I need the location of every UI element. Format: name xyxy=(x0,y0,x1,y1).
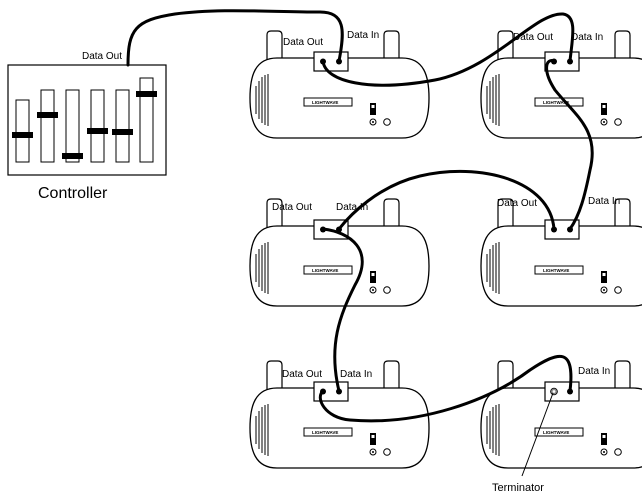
fader-track-5 xyxy=(115,89,130,163)
fixture-5-data-in-label: Data In xyxy=(340,369,372,380)
fader-knob-3 xyxy=(62,153,83,159)
cable-fixture-1-to-fixture-2 xyxy=(321,12,575,87)
fixture-1-data-out-label: Data Out xyxy=(283,37,323,48)
terminator-label: Terminator xyxy=(492,482,544,494)
cable-fixture-2-to-fixture-4 xyxy=(545,59,594,231)
fader-knob-5 xyxy=(112,129,133,135)
fader-knob-4 xyxy=(87,128,108,134)
lightwave-badge: LIGHTWAVE xyxy=(303,265,353,275)
controller-port-label: Data Out xyxy=(82,51,122,62)
fader-track-2 xyxy=(40,89,55,163)
controller-faders xyxy=(15,77,154,163)
fixture-3-data-out-label: Data Out xyxy=(272,202,312,213)
fixture-2-data-in-label: Data In xyxy=(571,32,603,43)
fixture-3-data-in-label: Data In xyxy=(336,202,368,213)
svg-text:LIGHTWAVE: LIGHTWAVE xyxy=(543,430,569,435)
fader-knob-6 xyxy=(136,91,157,97)
fader-track-6 xyxy=(139,77,154,163)
fixture-1-data-in-label: Data In xyxy=(347,30,379,41)
fixture-4-data-out-label: Data Out xyxy=(497,198,537,209)
cable-fixture-3-to-fixture-5 xyxy=(321,227,364,393)
fader-track-3 xyxy=(65,89,80,163)
fader-track-1 xyxy=(15,99,30,163)
terminator-plug xyxy=(550,387,558,396)
fader-knob-2 xyxy=(37,112,58,118)
svg-text:LIGHTWAVE: LIGHTWAVE xyxy=(543,100,569,105)
lightwave-badge: LIGHTWAVE xyxy=(303,427,353,437)
svg-text:LIGHTWAVE: LIGHTWAVE xyxy=(312,430,338,435)
fixture-5-data-out-label: Data Out xyxy=(282,369,322,380)
cable-fixture-5-to-fixture-6 xyxy=(318,354,573,423)
fixture-6-data-in-label: Data In xyxy=(578,366,610,377)
cable-fixture-4-to-fixture-3 xyxy=(337,169,556,231)
lightwave-badge: LIGHTWAVE xyxy=(534,97,584,107)
fader-knobs xyxy=(12,91,157,159)
fixture-4-data-in-label: Data In xyxy=(588,196,620,207)
lightwave-badge: LIGHTWAVE xyxy=(534,265,584,275)
data-cables xyxy=(126,9,594,423)
fixture-3: LIGHTWAVE xyxy=(249,198,430,307)
fixture-4: LIGHTWAVE xyxy=(480,198,642,307)
svg-text:LIGHTWAVE: LIGHTWAVE xyxy=(312,268,338,273)
lightwave-badge: LIGHTWAVE xyxy=(303,97,353,107)
lightwave-badge: LIGHTWAVE xyxy=(534,427,584,437)
fader-knob-1 xyxy=(12,132,33,138)
controller-label: Controller xyxy=(38,185,108,202)
fixture-2-data-out-label: Data Out xyxy=(513,32,553,43)
controller: Data Out Controller xyxy=(7,51,167,202)
cable-controller-to-fixture-1 xyxy=(126,9,344,67)
svg-text:LIGHTWAVE: LIGHTWAVE xyxy=(312,100,338,105)
fader-track-4 xyxy=(90,89,105,163)
fixture-6: LIGHTWAVE xyxy=(480,360,642,469)
terminator-leader-line xyxy=(521,392,554,477)
svg-text:LIGHTWAVE: LIGHTWAVE xyxy=(543,268,569,273)
